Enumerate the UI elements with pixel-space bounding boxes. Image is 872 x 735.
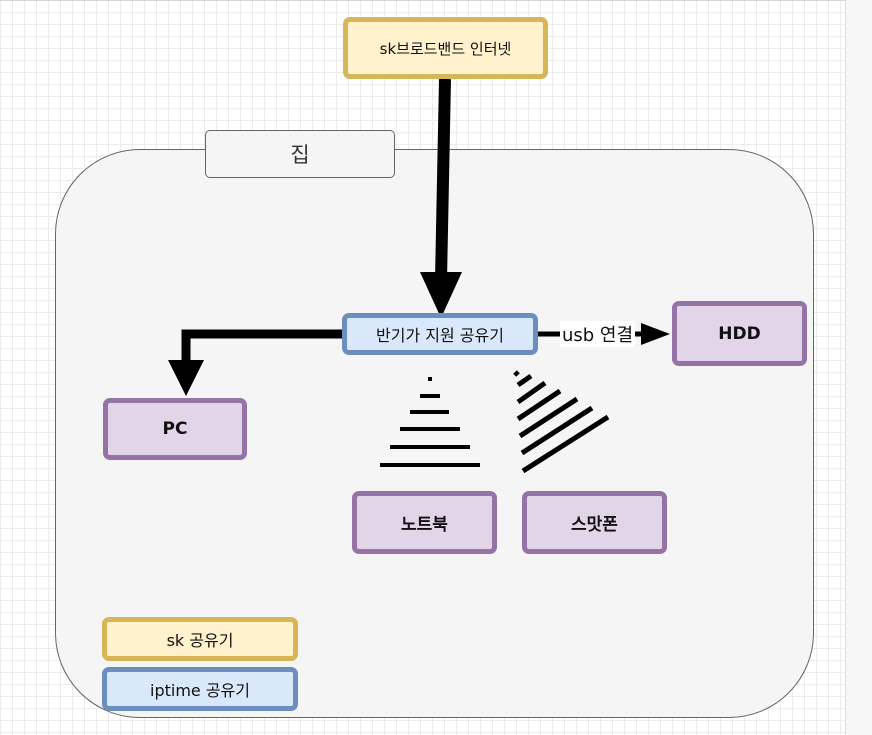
arrowhead-internet-router (420, 272, 462, 318)
canvas-top-border (0, 0, 845, 1)
hdd-node[interactable]: HDD (672, 301, 807, 366)
arrowhead-router-hdd (641, 323, 670, 345)
usb-connection-label: usb 연결 (560, 321, 636, 347)
house-title[interactable]: 집 (205, 130, 395, 178)
arrowhead-router-pc (168, 360, 204, 396)
router-node[interactable]: 반기가 지원 공유기 (342, 313, 538, 355)
internet-node[interactable]: sk브로드밴드 인터넷 (343, 17, 548, 79)
legend-iptime-router[interactable]: iptime 공유기 (102, 667, 298, 711)
pc-node[interactable]: PC (103, 398, 247, 460)
laptop-node[interactable]: 노트북 (352, 491, 497, 554)
legend-sk-router[interactable]: sk 공유기 (102, 617, 298, 661)
edge-router-pc (181, 329, 344, 368)
phone-node[interactable]: 스맛폰 (522, 491, 667, 554)
canvas-right-panel (845, 0, 872, 735)
wifi-signal-phone (513, 370, 610, 474)
edge-internet-router (435, 78, 451, 281)
wifi-signal-laptop (380, 377, 480, 467)
